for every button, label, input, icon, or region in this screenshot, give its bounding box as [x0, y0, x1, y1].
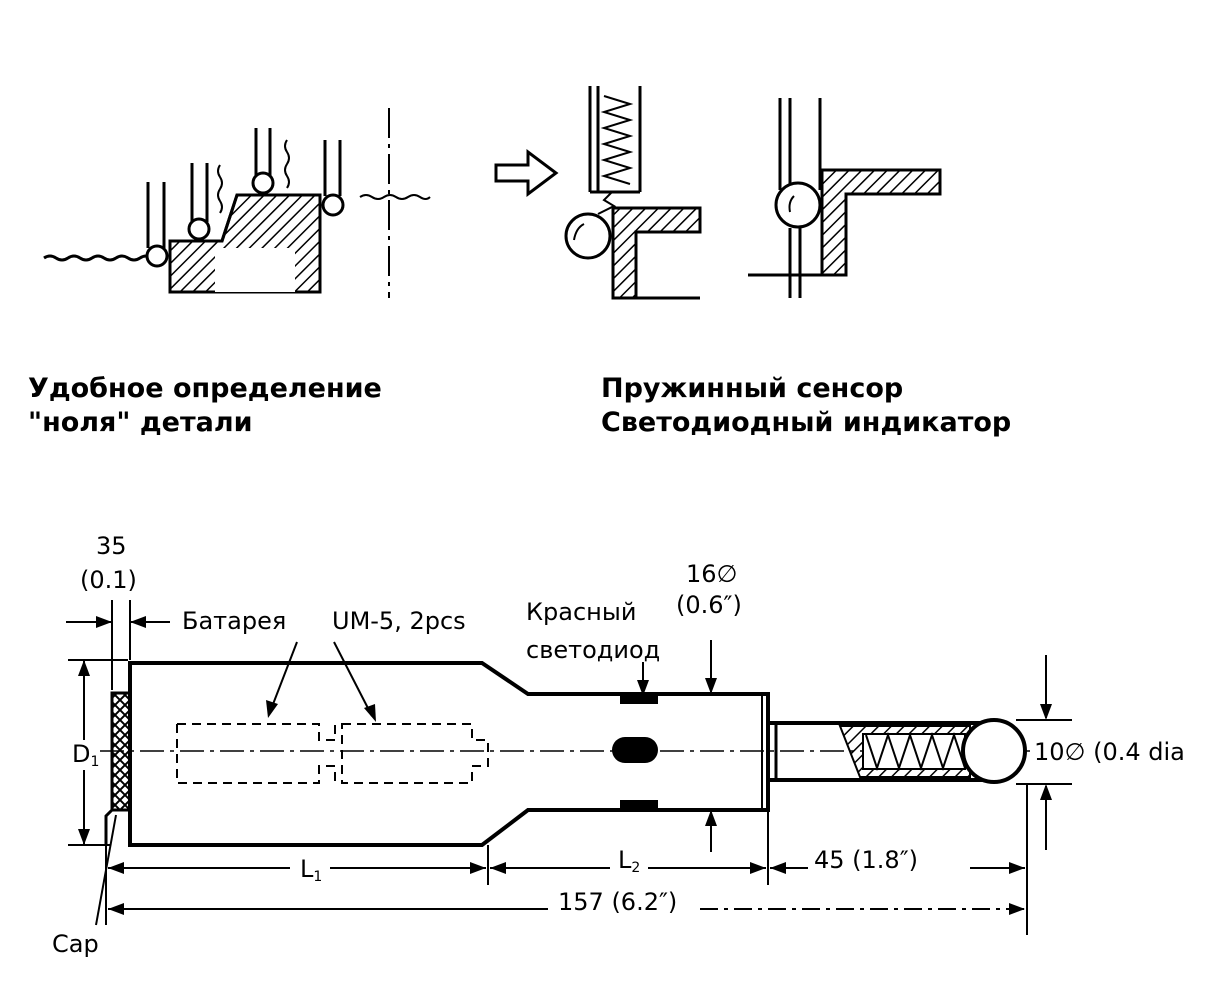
led-label-line2: светодиод [526, 636, 660, 664]
led-label-line1: Красный [526, 598, 636, 626]
tip-length: 45 (1.8″) [814, 846, 918, 874]
zero-point-illustration [43, 108, 431, 298]
l1-label: L1 [300, 855, 322, 885]
tip-shaft [768, 721, 990, 782]
zero-caption-line1: Удобное определение [28, 373, 382, 404]
l2-label: L2 [618, 846, 640, 876]
battery-label: Батарея [182, 607, 286, 635]
body-dia-inch: (0.6″) [676, 591, 742, 619]
sensor-caption-line1: Пружинный сенсор [601, 373, 903, 404]
tip-dia: 10∅ (0.4 dia [1034, 738, 1185, 766]
zero-caption-line2: "ноля" детали [28, 407, 253, 438]
spring-sensor-illustration [564, 86, 942, 300]
d1-label: D1 [72, 740, 99, 770]
tip-ball [961, 718, 1027, 784]
cap-gap-value: 35 [96, 532, 127, 560]
body-dia-value: 16∅ [686, 560, 737, 588]
edge-finder-drawing: 35 (0.1) D1 Батарея UM-5, 2pcs Красный с… [52, 532, 1185, 958]
cap-label: Cap [52, 930, 99, 958]
red-led [612, 737, 658, 763]
cap-gap-inch: (0.1) [80, 566, 137, 594]
sensor-caption-line2: Светодиодный индикатор [601, 407, 1011, 438]
battery-type: UM-5, 2pcs [332, 607, 466, 635]
total-length: 157 (6.2″) [558, 888, 677, 916]
body [128, 661, 770, 847]
arrow-icon [494, 149, 559, 197]
